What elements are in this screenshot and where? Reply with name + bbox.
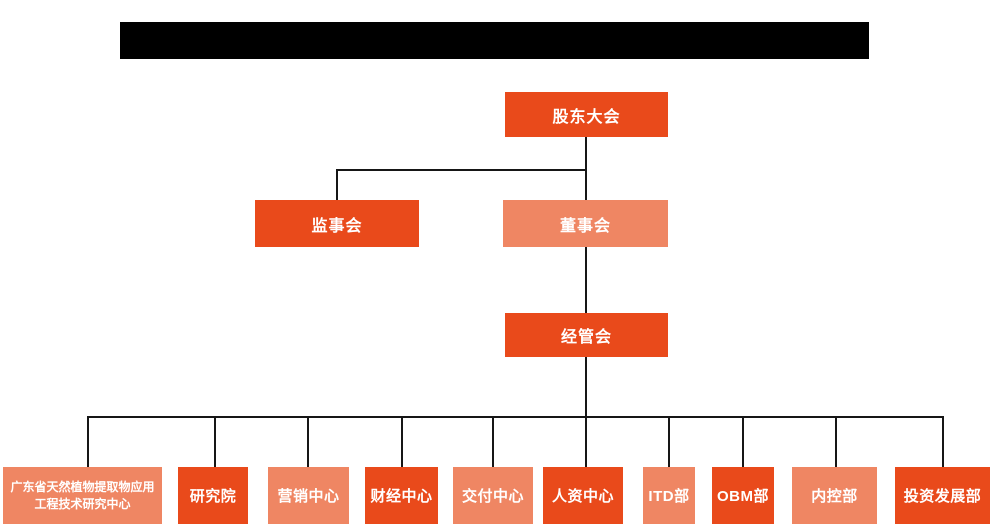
connector-drop-dept-6 bbox=[668, 416, 670, 468]
org-node-internal-control-department: 内控部 bbox=[792, 467, 877, 524]
connector-drop-dept-5 bbox=[585, 416, 587, 468]
connector-drop-dept-7 bbox=[742, 416, 744, 468]
org-node-itd-department: ITD部 bbox=[643, 467, 695, 524]
redacted-title-bar bbox=[120, 22, 869, 59]
org-node-supervisory-board: 监事会 bbox=[255, 200, 419, 247]
connector-bus-horizontal bbox=[87, 416, 944, 418]
org-node-management-committee: 经管会 bbox=[505, 313, 668, 357]
org-node-obm-department: OBM部 bbox=[712, 467, 774, 524]
connector-drop-dept-9 bbox=[942, 416, 944, 468]
org-node-delivery-center: 交付中心 bbox=[453, 467, 533, 524]
connector-drop-dept-8 bbox=[835, 416, 837, 468]
org-node-hr-center: 人资中心 bbox=[543, 467, 623, 524]
connector-drop-dept-3 bbox=[401, 416, 403, 468]
org-node-research-institute: 研究院 bbox=[178, 467, 248, 524]
connector-board-to-management bbox=[585, 247, 587, 313]
org-node-research-center: 广东省天然植物提取物应用工程技术研究中心 bbox=[3, 467, 162, 524]
connector-management-to-bus bbox=[585, 357, 587, 417]
org-node-marketing-center: 营销中心 bbox=[268, 467, 349, 524]
org-node-finance-center: 财经中心 bbox=[365, 467, 438, 524]
connector-drop-dept-1 bbox=[214, 416, 216, 468]
connector-drop-supervisory bbox=[336, 169, 338, 201]
connector-drop-dept-4 bbox=[492, 416, 494, 468]
org-node-investment-development-department: 投资发展部 bbox=[895, 467, 990, 524]
org-node-shareholders-meeting: 股东大会 bbox=[505, 92, 668, 137]
connector-drop-dept-0 bbox=[87, 416, 89, 468]
org-node-board-of-directors: 董事会 bbox=[503, 200, 668, 247]
connector-branch-horizontal bbox=[336, 169, 587, 171]
connector-drop-dept-2 bbox=[307, 416, 309, 468]
